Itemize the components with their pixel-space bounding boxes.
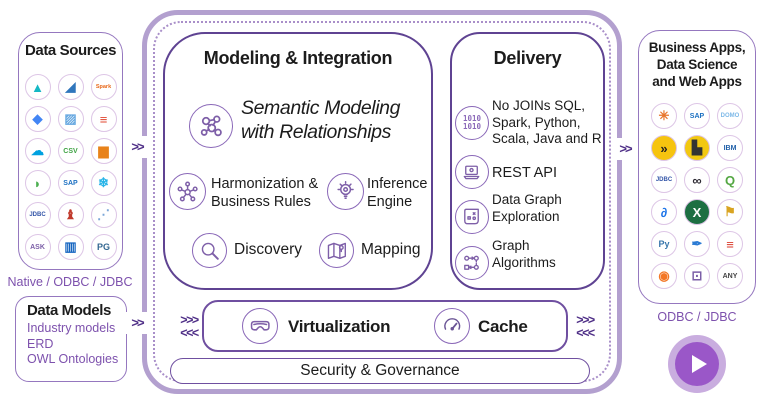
play-button-inner <box>675 342 719 386</box>
left-in-arrow: >> <box>124 136 150 158</box>
native-odbc-jdbc-caption: Native / ODBC / JDBC <box>7 275 133 289</box>
semantic-modeling-label: Semantic Modeling with Relationships <box>241 97 401 143</box>
right-bidirectional-arrows: >>><<< <box>576 313 595 340</box>
powerbi-icon: ▙ <box>684 135 710 161</box>
discovery-label: Discovery <box>234 241 303 258</box>
business-apps-title: Business Apps, Data Science and Web Apps <box>648 40 746 89</box>
left-bidirectional-arrows: >>><<< <box>180 313 199 340</box>
db-cluster-icon: ▥ <box>57 234 84 260</box>
inference-engine-label: Inference Engine <box>367 176 428 210</box>
security-governance-bar: Security & Governance <box>170 358 590 384</box>
ask-icon: ASK <box>24 234 51 260</box>
delivery-title: Delivery <box>493 48 562 68</box>
domo-icon: DOMO <box>717 103 743 129</box>
tableau-icon: ✳ <box>651 103 677 129</box>
ibm-cognos-icon: IBM <box>717 135 743 161</box>
jupyter-icon: ◉ <box>651 263 677 289</box>
any-icon: ANY <box>717 263 743 289</box>
left-models-in-arrow: >> <box>124 312 150 334</box>
play-button[interactable] <box>668 335 726 393</box>
delivery-panel: Delivery 1010 1010 No JOINs SQL, Spark, … <box>450 32 605 290</box>
graph-algorithms-label: Graph Algorithms <box>492 238 556 270</box>
analytics-tool-icon: ⚑ <box>717 199 743 225</box>
modeling-integration-title: Modeling & Integration <box>203 48 393 68</box>
graph-algorithms-icon <box>455 246 489 280</box>
web-app-icon: ⊡ <box>684 263 710 289</box>
infinity-icon: ∞ <box>684 167 710 193</box>
excel-icon: X <box>684 199 710 225</box>
inference-bulb-icon <box>327 173 364 210</box>
salesforce-icon: ☁ <box>24 138 51 164</box>
platform-outer-border <box>142 10 622 394</box>
hive-planks-icon: ▨ <box>57 106 84 132</box>
semantic-network-icon <box>189 104 233 148</box>
data-models-panel: Data Models Industry models ERD OWL Onto… <box>15 296 127 382</box>
odbc-jdbc-caption: ODBC / JDBC <box>657 310 737 324</box>
gauge-icon <box>434 308 470 344</box>
feather-icon: ✒ <box>684 231 710 257</box>
python-icon: Py <box>651 231 677 257</box>
delta-lake-icon: ▲ <box>24 74 51 100</box>
virtualization-label: Virtualization <box>288 317 391 336</box>
jdbc-icon: JDBC <box>651 167 677 193</box>
dremio-dots-icon: ⋰ <box>90 202 117 228</box>
microstrategy-icon: » <box>651 135 677 161</box>
business-apps-panel: Business Apps, Data Science and Web Apps… <box>638 30 756 304</box>
laptop-api-icon <box>455 155 489 189</box>
right-out-arrow: >> <box>612 138 638 160</box>
sap-icon: SAP <box>684 103 710 129</box>
mapping-label: Mapping <box>361 241 421 258</box>
mongodb-icon: ◗ <box>24 170 51 196</box>
play-icon <box>692 355 707 373</box>
rest-api-label: REST API <box>492 165 558 181</box>
csv-file-icon: CSV <box>57 138 84 164</box>
harmonization-hub-icon <box>169 173 206 210</box>
cache-label: Cache <box>478 317 528 336</box>
qlik-icon: Q <box>717 167 743 193</box>
spark-icon: Spark <box>90 74 117 100</box>
discovery-magnifier-icon <box>192 233 227 268</box>
data-graph-exploration-label: Data Graph Exploration <box>492 192 562 224</box>
business-apps-icon-grid: ✳ SAP DOMO » ▙ IBM JDBC ∞ Q ∂ X ⚑ Py ✒ ≡ ◉ ⊡ ANY <box>639 103 755 289</box>
modeling-integration-panel: Modeling & Integration Semantic Modeling… <box>163 32 433 290</box>
data-sources-icon-grid: ▲◢Spark ◆▨≡ ☁CSV▆ ◗SAP❄ JDBC♝⋰ ASK▥PG <box>19 74 122 260</box>
virtualization-cache-bar: Virtualization Cache <box>202 300 568 352</box>
mapping-map-icon <box>319 233 354 268</box>
jdbc-icon: JDBC <box>24 202 51 228</box>
no-joins-label: No JOINs SQL, Spark, Python, Scala, Java… <box>492 98 602 146</box>
vr-goggles-icon <box>242 308 278 344</box>
sap-hana-icon: SAP <box>57 170 84 196</box>
aws-emr-icon: ▆ <box>90 138 117 164</box>
data-graph-map-icon <box>455 200 489 234</box>
azure-icon: ◢ <box>57 74 84 100</box>
data-models-items: Industry models ERD OWL Ontologies <box>27 321 119 366</box>
security-governance-label: Security & Governance <box>300 362 460 379</box>
binary-code-icon: 1010 1010 <box>455 106 489 140</box>
snowflake-icon: ❄ <box>90 170 117 196</box>
looker-icon: ∂ <box>651 199 677 225</box>
data-models-title: Data Models <box>27 302 111 319</box>
databricks-icon: ≡ <box>90 106 117 132</box>
postgresql-icon: PG <box>90 234 117 260</box>
scala-icon: ≡ <box>717 231 743 257</box>
data-sources-title: Data Sources <box>24 42 117 59</box>
data-sources-panel: Data Sources ▲◢Spark ◆▨≡ ☁CSV▆ ◗SAP❄ JDBC♝⋰ A… <box>18 32 123 270</box>
harmonization-label: Harmonization & Business Rules <box>211 176 319 210</box>
google-cloud-icon: ◆ <box>24 106 51 132</box>
red-bird-db-icon: ♝ <box>57 202 84 228</box>
